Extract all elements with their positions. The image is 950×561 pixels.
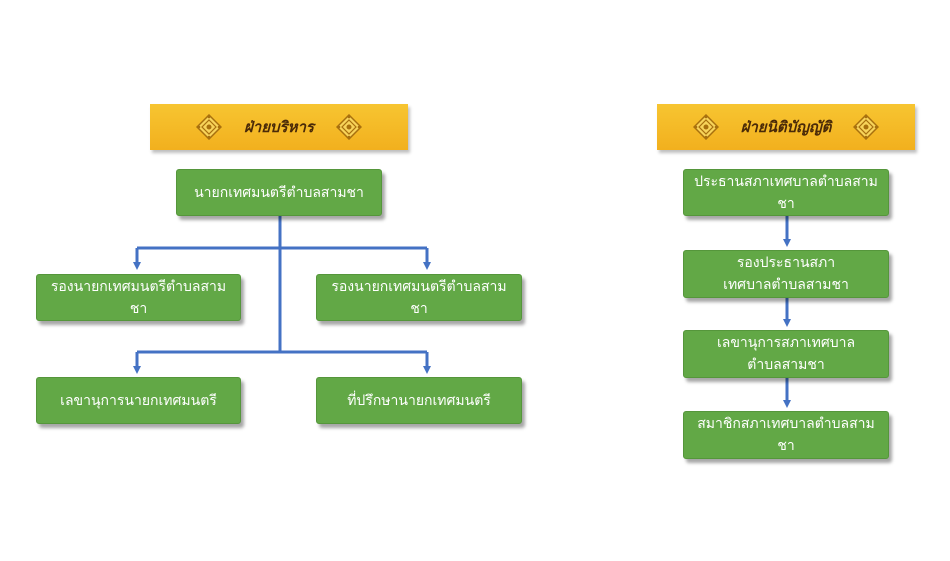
council-vice-chair-box: รองประธานสภาเทศบาลตำบลสามชา [683, 250, 889, 298]
mayor-advisor-box: ที่ปรึกษานายกเทศมนตรี [316, 377, 522, 424]
council-members-box: สมาชิกสภาเทศบาลตำบลสามชา [683, 411, 889, 459]
executive-header: ฝ่ายบริหาร [150, 104, 408, 150]
mayor-label: นายกเทศมนตรีตำบลสามชา [194, 184, 364, 201]
council-members-label: สมาชิกสภาเทศบาลตำบลสามชา [697, 416, 875, 454]
legislative-header: ฝ่ายนิติบัญญัติ [657, 104, 915, 150]
mayor-secretary-box: เลขานุการนายกเทศมนตรี [36, 377, 241, 424]
council-chair-box: ประธานสภาเทศบาลตำบลสามชา [683, 169, 889, 216]
council-vice-chair-label: รองประธานสภาเทศบาลตำบลสามชา [723, 255, 849, 293]
executive-header-title: ฝ่ายบริหาร [244, 118, 314, 136]
mayor-secretary-label: เลขานุการนายกเทศมนตรี [60, 392, 217, 409]
ornament-icon [853, 114, 880, 140]
ornament-icon [336, 114, 362, 140]
mayor-advisor-label: ที่ปรึกษานายกเทศมนตรี [347, 392, 491, 409]
council-secretary-label: เลขานุการสภาเทศบาลตำบลสามชา [716, 335, 856, 373]
ornament-icon [196, 114, 222, 140]
legislative-header-title: ฝ่ายนิติบัญญัติ [740, 118, 832, 136]
deputy-mayor-left-label: รองนายกเทศมนตรีตำบลสามชา [50, 278, 227, 317]
mayor-box: นายกเทศมนตรีตำบลสามชา [176, 169, 382, 216]
deputy-mayor-right-box: รองนายกเทศมนตรีตำบลสามชา [316, 274, 522, 321]
council-chair-label: ประธานสภาเทศบาลตำบลสามชา [694, 173, 878, 212]
ornament-icon [692, 114, 719, 140]
council-secretary-box: เลขานุการสภาเทศบาลตำบลสามชา [683, 330, 889, 378]
deputy-mayor-left-box: รองนายกเทศมนตรีตำบลสามชา [36, 274, 241, 321]
deputy-mayor-right-label: รองนายกเทศมนตรีตำบลสามชา [331, 278, 507, 317]
